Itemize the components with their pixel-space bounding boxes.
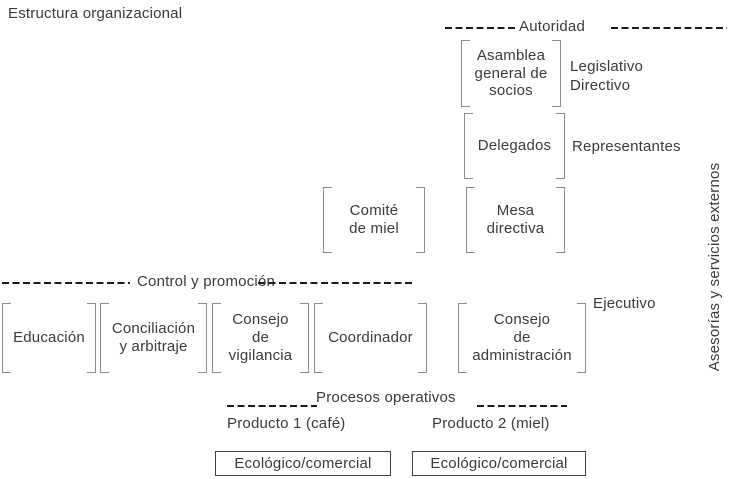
org-node-administracion: Consejo de administración	[458, 303, 586, 373]
org-node-delegados: Delegados	[464, 113, 565, 179]
org-node-asamblea: Asamblea general de socios	[461, 40, 561, 107]
bracket-right-icon	[418, 303, 427, 373]
bracket-right-icon	[552, 40, 561, 107]
bracket-left-icon	[2, 303, 11, 373]
bracket-left-icon	[461, 40, 470, 107]
control-dash-right	[258, 282, 412, 284]
node-label: Consejo de vigilancia	[228, 311, 293, 364]
page-title: Estructura organizacional	[8, 5, 183, 22]
bracket-left-icon	[314, 303, 323, 373]
producto1-label: Producto 1 (café)	[227, 415, 346, 432]
bracket-left-icon	[464, 113, 473, 179]
procesos-dash-left	[227, 405, 317, 407]
node-label: Delegados	[477, 137, 552, 155]
autoridad-dash-left	[445, 27, 515, 29]
eco-box-cafe-label: Ecológico/comercial	[234, 455, 372, 472]
bracket-right-icon	[577, 303, 586, 373]
org-node-conciliacion: Conciliación y arbitraje	[100, 303, 207, 373]
side-label-representantes: Representantes	[572, 138, 681, 155]
procesos-dash-right	[477, 405, 567, 407]
section-label-procesos: Procesos operativos	[316, 389, 456, 406]
section-label-autoridad: Autoridad	[519, 18, 586, 35]
autoridad-dash-right	[611, 27, 727, 29]
org-node-vigilancia: Consejo de vigilancia	[212, 303, 309, 373]
org-node-mesa-directiva: Mesa directiva	[466, 187, 565, 253]
bracket-left-icon	[458, 303, 467, 373]
node-label: Comité de miel	[349, 202, 399, 237]
node-label: Conciliación y arbitraje	[111, 320, 196, 355]
eco-box-cafe: Ecológico/comercial	[215, 451, 391, 476]
section-label-control: Control y promoción	[137, 273, 276, 290]
bracket-right-icon	[556, 187, 565, 253]
vertical-label-asesorias: Asesorías y servicios externos	[706, 162, 723, 372]
control-dash-left	[2, 282, 130, 284]
bracket-left-icon	[212, 303, 221, 373]
producto2-label: Producto 2 (miel)	[432, 415, 550, 432]
eco-box-miel-label: Ecológico/comercial	[430, 455, 568, 472]
bracket-left-icon	[100, 303, 109, 373]
bracket-right-icon	[198, 303, 207, 373]
node-label: Educación	[13, 329, 85, 347]
org-node-educacion: Educación	[2, 303, 96, 373]
bracket-right-icon	[416, 187, 425, 253]
side-label-ejecutivo: Ejecutivo	[593, 295, 656, 312]
node-label: Mesa directiva	[486, 202, 545, 237]
org-node-comite-miel: Comité de miel	[323, 187, 425, 253]
node-label: Asamblea general de socios	[474, 46, 548, 100]
bracket-left-icon	[466, 187, 475, 253]
bracket-right-icon	[87, 303, 96, 373]
bracket-right-icon	[300, 303, 309, 373]
node-label: Coordinador	[328, 329, 413, 347]
node-label: Consejo de administración	[472, 311, 572, 364]
org-node-coordinador: Coordinador	[314, 303, 427, 373]
side-label-legislativo: Legislativo Directivo	[570, 58, 644, 94]
bracket-right-icon	[556, 113, 565, 179]
bracket-left-icon	[323, 187, 332, 253]
eco-box-miel: Ecológico/comercial	[412, 451, 586, 476]
